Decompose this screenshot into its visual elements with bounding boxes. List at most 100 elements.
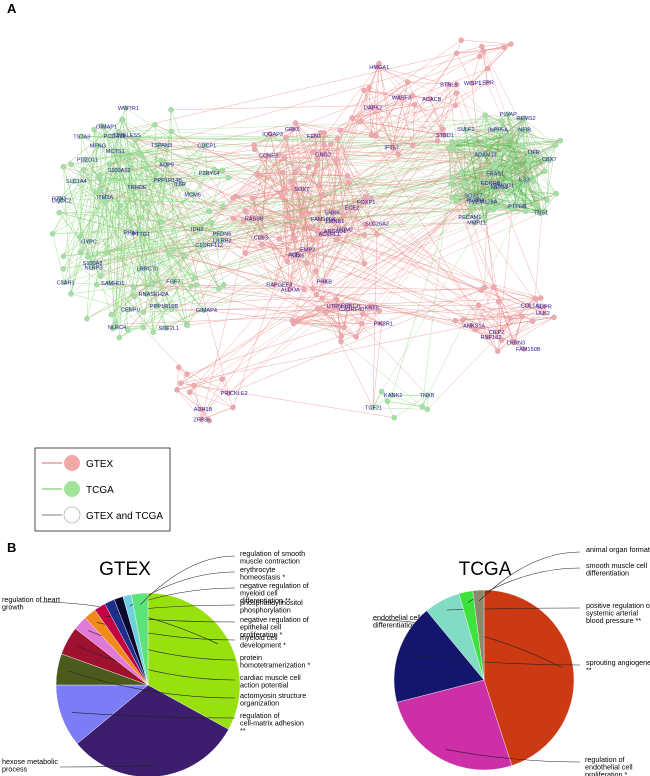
network-edge — [52, 145, 98, 234]
network-node — [132, 136, 139, 142]
network-node — [131, 293, 138, 300]
network-edge — [503, 118, 525, 152]
network-edge — [473, 115, 486, 140]
network-edge — [314, 68, 488, 137]
network-node — [106, 161, 113, 167]
gene-label: CDCP1 — [197, 143, 216, 149]
network-node — [482, 217, 488, 223]
network-edge — [186, 374, 234, 408]
gene-label: CILP2 — [489, 330, 505, 336]
network-edge — [362, 163, 494, 314]
gene-label: PCDH12 — [104, 134, 126, 140]
network-node — [463, 214, 470, 220]
network-edge — [118, 52, 457, 132]
network-edge — [334, 305, 479, 307]
network-edge — [232, 129, 293, 199]
network-edge — [254, 149, 283, 198]
gene-label: MMP11 — [467, 221, 486, 227]
network-edge — [484, 115, 496, 167]
network-node — [349, 204, 356, 211]
network-node — [152, 121, 158, 128]
network-node — [542, 168, 548, 175]
gene-label: MCM2 — [337, 228, 353, 234]
network-edge — [63, 166, 188, 326]
network-node — [84, 315, 90, 322]
network-node — [391, 414, 397, 421]
network-edge — [80, 132, 321, 253]
gene-label: CBX7 — [542, 157, 557, 163]
network-edge — [484, 287, 533, 322]
network-node — [281, 155, 288, 161]
network-edge — [257, 175, 280, 239]
network-edge — [170, 109, 210, 212]
network-node — [189, 191, 196, 198]
network-node — [389, 392, 395, 398]
gene-label: WWTR1 — [118, 106, 139, 112]
gene-label: ECE2 — [345, 206, 360, 212]
network-edge — [377, 66, 408, 83]
network-node — [453, 198, 460, 204]
network-edge — [70, 145, 98, 294]
gene-label: WASF3 — [392, 95, 411, 101]
network-node — [98, 122, 105, 129]
network-edge — [450, 183, 486, 221]
network-node — [526, 150, 532, 157]
pie-slice — [131, 592, 149, 686]
network-edge — [343, 308, 348, 328]
gene-label: ANKS1A — [463, 324, 485, 330]
network-node — [198, 406, 205, 412]
network-edge — [63, 119, 123, 167]
network-node — [279, 169, 286, 176]
network-edge — [127, 196, 236, 330]
network-node — [137, 266, 143, 272]
network-edge — [448, 148, 453, 198]
network-node — [370, 404, 376, 411]
network-node — [61, 279, 68, 286]
network-node — [240, 218, 247, 224]
network-node — [453, 81, 460, 88]
network-edge — [254, 128, 293, 146]
network-node — [458, 169, 465, 176]
network-edge — [495, 129, 548, 201]
gene-label: GIMAP4 — [196, 308, 217, 314]
network-edge — [228, 130, 521, 394]
network-edge — [116, 153, 224, 207]
network-node — [476, 53, 483, 60]
network-edge — [79, 196, 105, 237]
network-edge — [422, 146, 454, 407]
network-node — [188, 283, 194, 290]
network-node — [540, 157, 547, 164]
network-edge — [483, 43, 511, 52]
network-node — [522, 208, 529, 214]
network-edge — [498, 301, 502, 341]
network-edge — [180, 325, 472, 384]
network-edge — [452, 141, 496, 167]
network-node — [529, 318, 536, 325]
network-node — [368, 132, 375, 139]
gene-label: MCTS1 — [106, 149, 125, 155]
network-edge — [464, 115, 486, 130]
network-edge — [318, 182, 489, 186]
network-node — [119, 116, 126, 123]
pie-title: TCGA — [459, 559, 512, 580]
network-node — [384, 398, 391, 405]
network-node — [219, 167, 226, 174]
network-node — [314, 228, 321, 235]
network-node — [329, 228, 335, 234]
network-edge — [118, 118, 525, 132]
network-edge — [106, 164, 497, 253]
network-node — [303, 260, 310, 266]
network-edge — [187, 284, 197, 326]
network-edge — [100, 210, 246, 277]
network-node — [78, 133, 84, 140]
network-edge — [284, 157, 318, 159]
network-edge — [128, 233, 141, 310]
network-edge — [461, 172, 490, 201]
network-edge — [293, 323, 345, 328]
network-node — [485, 334, 492, 340]
network-node — [341, 226, 348, 233]
network-edge — [293, 171, 545, 189]
network-edge — [92, 182, 465, 268]
network-node — [92, 189, 99, 195]
